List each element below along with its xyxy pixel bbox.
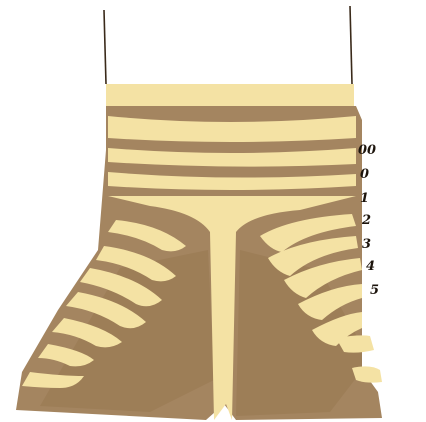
horizontal-bands <box>108 116 356 190</box>
label-00: 00 <box>358 143 376 158</box>
label-0: 0 <box>360 167 369 182</box>
label-5: 5 <box>370 283 379 298</box>
right-wall-line <box>350 6 352 84</box>
label-2: 2 <box>361 213 371 228</box>
label-1: 1 <box>360 191 369 206</box>
label-3: 3 <box>362 237 371 252</box>
top-band <box>106 84 354 108</box>
label-4: 4 <box>366 259 375 274</box>
left-wall-line <box>104 10 106 84</box>
